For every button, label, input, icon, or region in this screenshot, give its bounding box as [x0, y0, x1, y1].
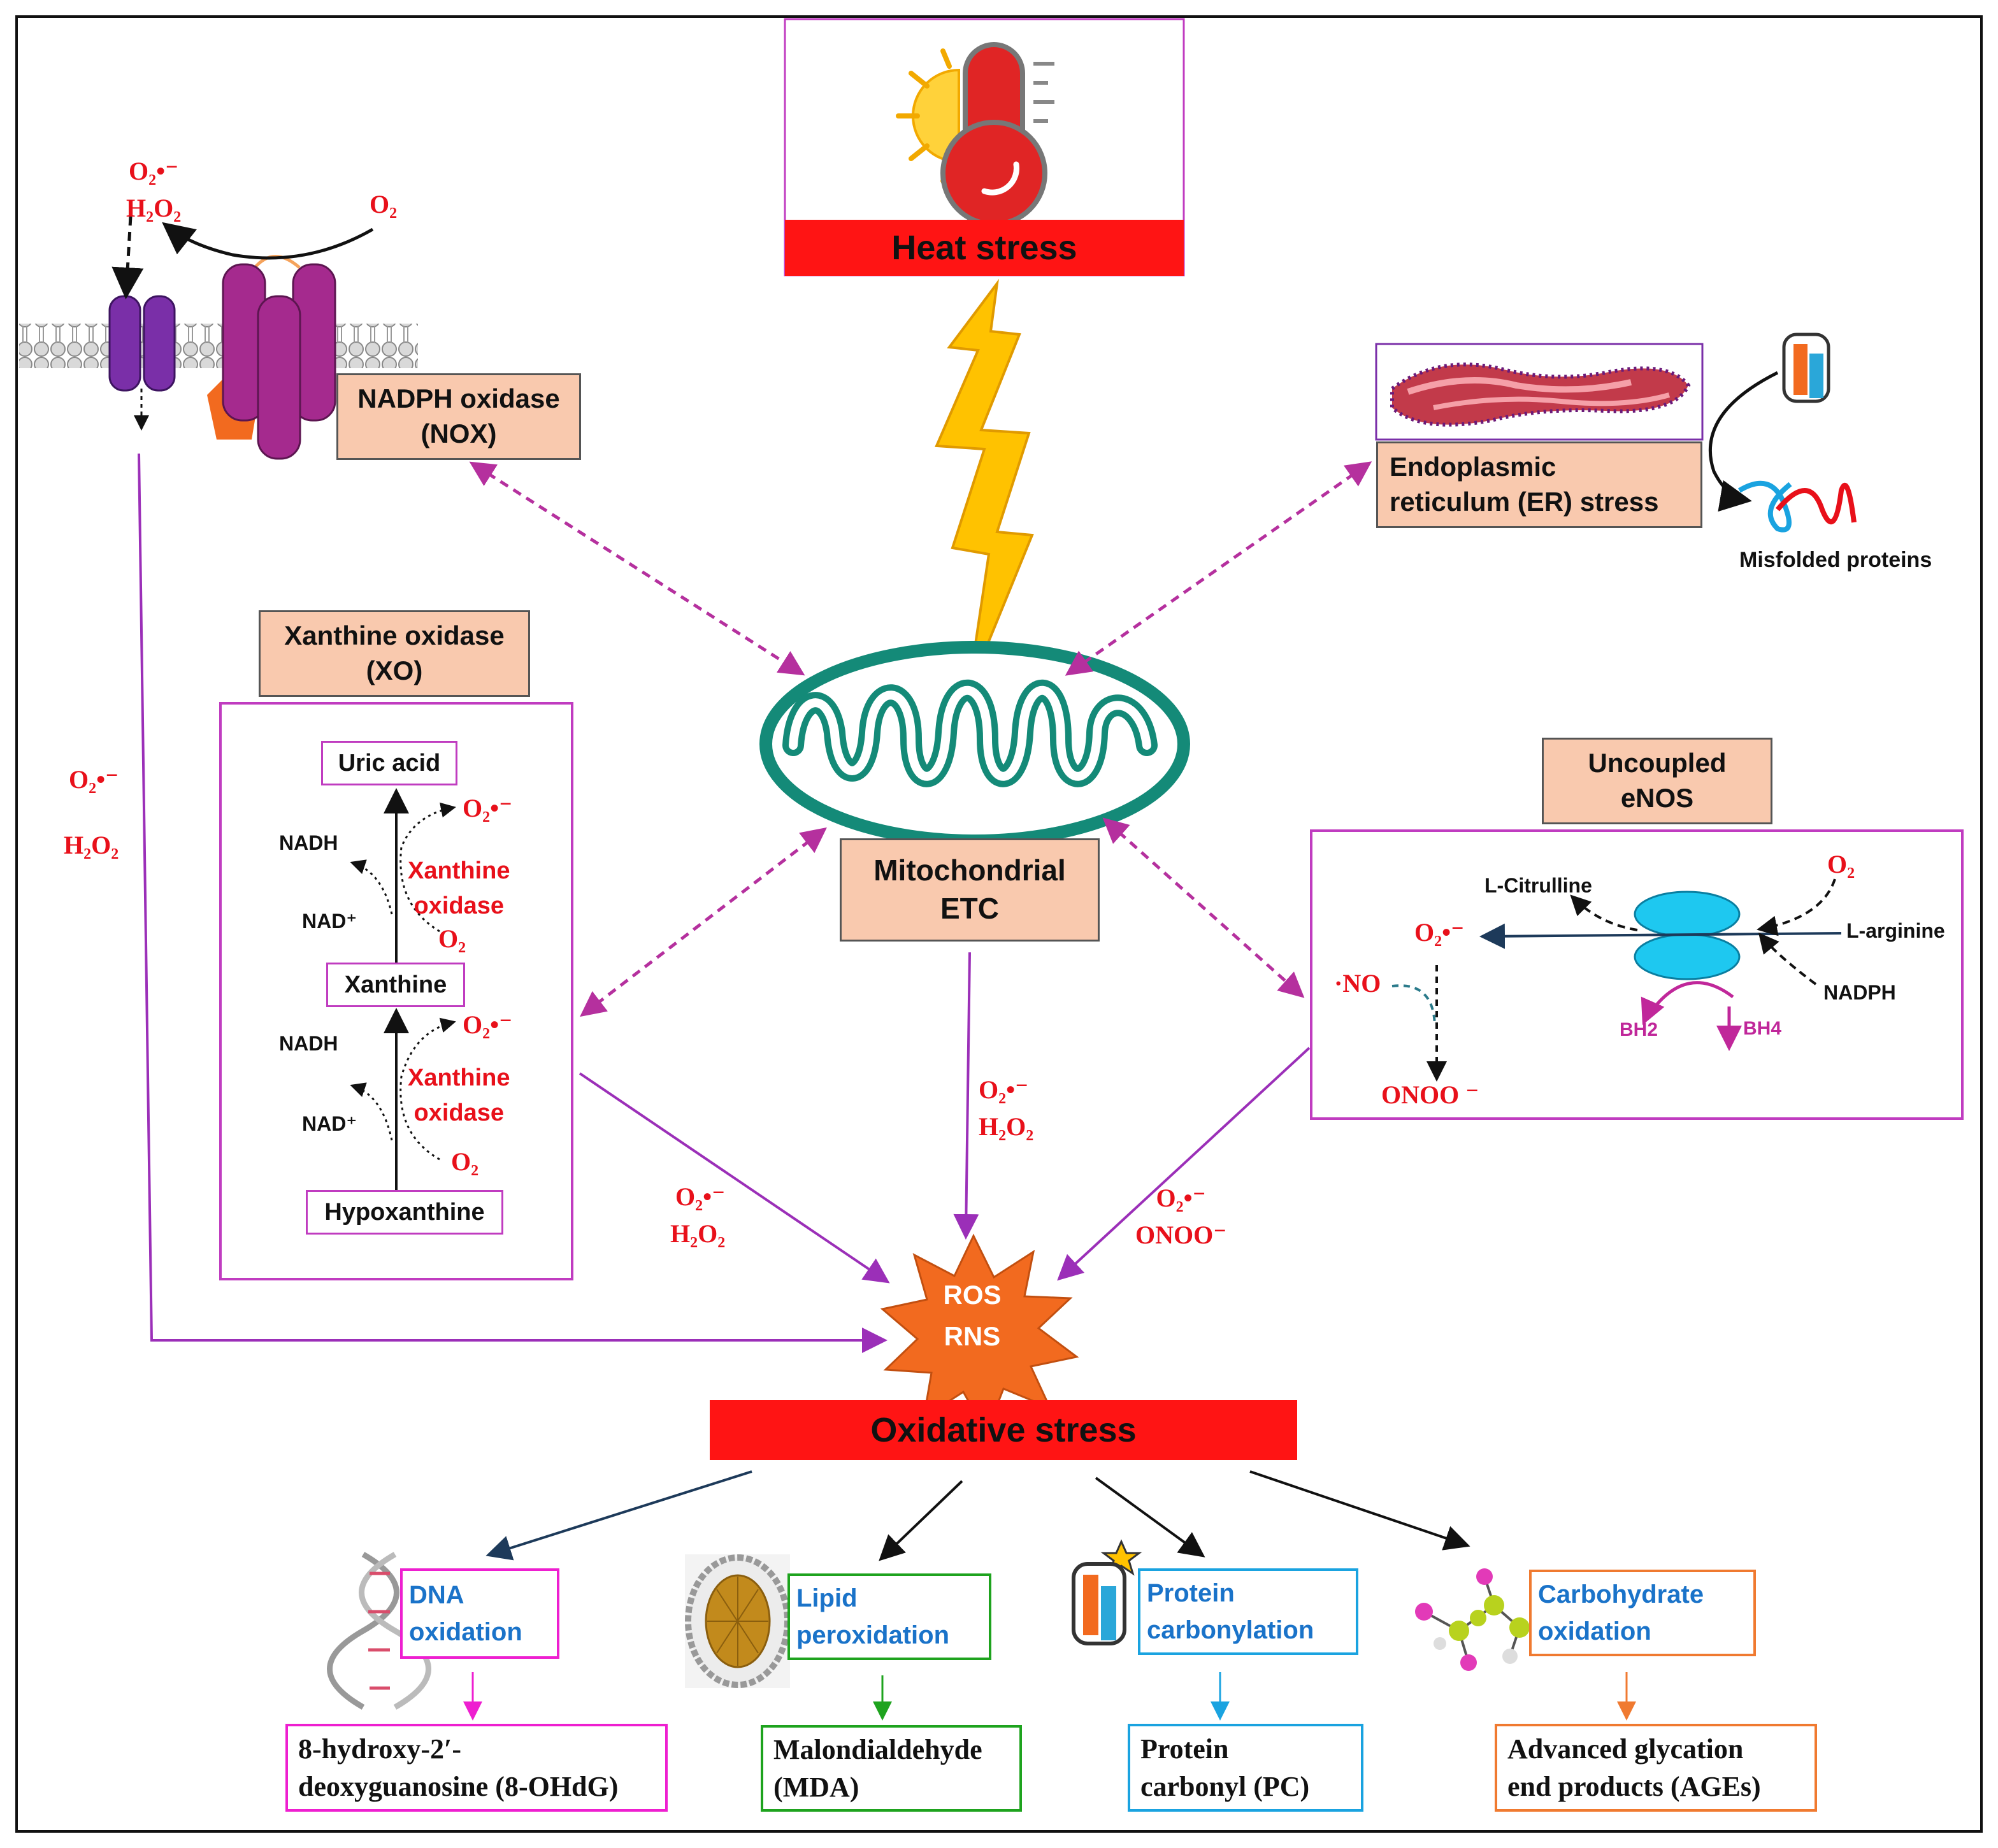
xo-superoxide-1: O₂•⁻ [463, 794, 513, 822]
xo-panel [219, 702, 573, 1280]
xo-enzyme-2: Xanthine oxidase [408, 1064, 510, 1127]
enos-bh4: BH4 [1743, 1018, 1782, 1039]
xo-title: Xanthine oxidase (XO) [259, 610, 530, 697]
left-h2o2: H₂O₂ [64, 831, 119, 859]
mito-products: O₂•⁻ H₂O₂ [979, 1075, 1034, 1141]
lipid-peroxidation-box: Lipid peroxidation [787, 1573, 991, 1660]
xanthine-box: Xanthine [326, 963, 465, 1007]
enos-no: ·NO [1334, 969, 1381, 998]
protein-carbonylation-box: Protein carbonylation [1138, 1568, 1358, 1655]
heat-stress-label: Heat stress [785, 220, 1184, 276]
misfolded-proteins-label: Misfolded proteins [1739, 548, 1932, 572]
outer-frame [15, 15, 1983, 1833]
bidirectional-arrows [469, 461, 1372, 1017]
arrow-to-protein [1095, 1477, 1205, 1558]
enos-arrows [1391, 878, 1842, 1082]
misfolded-protein-icon [1737, 480, 1857, 533]
enos-title: Uncoupled eNOS [1542, 738, 1772, 824]
dna-helix-icon [327, 1552, 431, 1710]
endoplasmic-reticulum-icon [1390, 362, 1691, 427]
thermometer-sun-icon [896, 42, 1054, 227]
carbohydrate-oxidation-box: Carbohydrate oxidation [1529, 1570, 1756, 1656]
nox-enzyme-icon [207, 255, 336, 460]
mitochondrial-etc-label: Mitochondrial ETC [840, 838, 1100, 942]
marker-8-ohdg: 8-hydroxy-2′- deoxyguanosine (8-OHdG) [285, 1724, 668, 1812]
enos-bh2: BH2 [1620, 1019, 1658, 1040]
enos-onoo: ONOO ⁻ [1381, 1080, 1479, 1109]
misfolding-arrow [1708, 371, 1779, 512]
uric-acid-box: Uric acid [321, 741, 457, 785]
enos-panel [1310, 829, 1964, 1120]
xo-nad-1: NAD⁺ [302, 910, 357, 933]
nox-o2-arrow [162, 222, 374, 260]
nox-product-arrow [111, 216, 144, 299]
nox-products: O₂•⁻ H₂O₂ [126, 157, 182, 222]
marker-ages: Advanced glycation end products (AGEs) [1495, 1724, 1817, 1812]
xo-superoxide-2: O₂•⁻ [463, 1010, 513, 1039]
nox-o2-input: O₂ [370, 190, 398, 218]
dna-oxidation-box: DNA oxidation [400, 1568, 559, 1659]
arrow-to-lipid [879, 1480, 963, 1561]
arrow-to-dna [485, 1470, 752, 1561]
nox-channel-icon [108, 295, 176, 392]
xo-nadh-2: NADH [279, 1032, 338, 1055]
carbohydrate-molecule-icon [1415, 1568, 1530, 1671]
xo-o2-1: O₂ [438, 924, 466, 953]
micelle-icon [685, 1554, 791, 1688]
xo-pathway-arrows [350, 788, 456, 1198]
xo-o2-2: O₂ [451, 1147, 479, 1176]
marker-protein-carbonyl: Protein carbonyl (PC) [1128, 1724, 1363, 1812]
enos-o2: O₂ [1827, 850, 1855, 878]
left-superoxide: O₂•⁻ [69, 765, 119, 794]
hypoxanthine-box: Hypoxanthine [306, 1190, 503, 1235]
arrow-to-carbohydrate [1249, 1470, 1470, 1551]
enos-nadph: NADPH [1823, 981, 1896, 1004]
carbonylated-protein-icon [1072, 1539, 1142, 1645]
mitochondrion-icon [759, 641, 1190, 847]
xo-nadh-1: NADH [279, 831, 338, 854]
marker-mda: Malondialdehyde (MDA) [761, 1725, 1022, 1812]
oxidative-stress-label: Oxidative stress [710, 1400, 1297, 1460]
enos-l-arginine: L-arginine [1846, 919, 1945, 942]
enos-l-citrulline: L-Citrulline [1484, 874, 1592, 897]
xo-nad-2: NAD⁺ [302, 1112, 357, 1135]
nox-label: NADPH oxidase (NOX) [336, 373, 581, 460]
lightning-bolt-icon [935, 278, 1034, 692]
cell-membrane-icon [19, 324, 418, 368]
xo-path-products: O₂•⁻ H₂O₂ [670, 1182, 726, 1248]
xo-enzyme-1: Xanthine oxidase [408, 857, 510, 920]
enos-path-products: O₂•⁻ ONOO⁻ [1135, 1184, 1227, 1249]
enos-superoxide: O₂•⁻ [1414, 918, 1465, 947]
er-stress-label: Endoplasmic reticulum (ER) stress [1376, 441, 1702, 528]
enos-enzyme-icon [1634, 891, 1741, 980]
ros-source-arrows [138, 453, 1311, 1353]
ros-rns-label: ROS RNS [943, 1279, 1002, 1351]
folded-protein-icon [1782, 333, 1830, 403]
